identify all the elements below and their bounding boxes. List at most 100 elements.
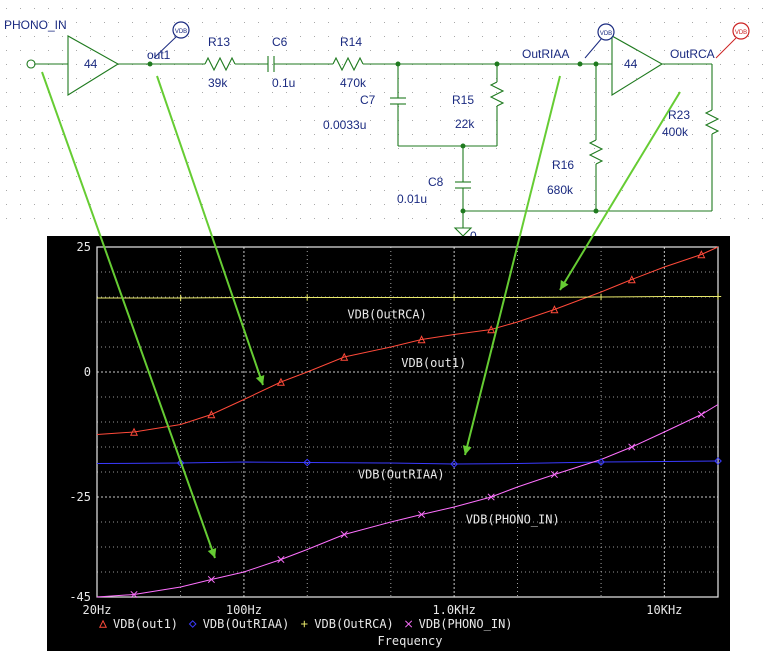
series-markers <box>130 250 722 599</box>
grid-dot <box>524 204 525 205</box>
grid-dot <box>510 190 511 191</box>
grid-dot <box>762 162 763 163</box>
schematic-dot-grid <box>6 8 763 219</box>
grid-dot <box>384 162 385 163</box>
grid-dot <box>258 50 259 51</box>
grid-dot <box>286 92 287 93</box>
grid-dot <box>48 162 49 163</box>
grid-dot <box>650 92 651 93</box>
grid-dot <box>370 50 371 51</box>
grid-dot <box>104 106 105 107</box>
grid-dot <box>132 8 133 9</box>
grid-dot <box>622 162 623 163</box>
grid-dot <box>734 8 735 9</box>
grid-dot <box>636 64 637 65</box>
grid-dot <box>174 106 175 107</box>
grid-dot <box>468 8 469 9</box>
grid-dot <box>6 218 7 219</box>
grid-dot <box>496 204 497 205</box>
vdb-probe-outrca[interactable]: VDB <box>715 22 750 59</box>
grid-dot <box>412 78 413 79</box>
grid-dot <box>62 134 63 135</box>
grid-dot <box>370 106 371 107</box>
grid-dot <box>258 120 259 121</box>
series-marker-plus <box>177 294 184 302</box>
grid-dot <box>202 218 203 219</box>
grid-dot <box>34 22 35 23</box>
grid-dot <box>552 8 553 9</box>
grid-dot <box>398 190 399 191</box>
grid-dot <box>692 162 693 163</box>
grid-dot <box>146 106 147 107</box>
grid-dot <box>314 8 315 9</box>
grid-dot <box>622 8 623 9</box>
grid-dot <box>566 176 567 177</box>
grid-dot <box>440 204 441 205</box>
grid-dot <box>720 106 721 107</box>
grid-dot <box>566 50 567 51</box>
grid-dot <box>216 8 217 9</box>
grid-dot <box>342 190 343 191</box>
grid-dot <box>118 148 119 149</box>
grid-dot <box>342 64 343 65</box>
c8-name: C8 <box>428 175 444 189</box>
grid-dot <box>216 162 217 163</box>
grid-dot <box>370 162 371 163</box>
grid-dot <box>664 78 665 79</box>
grid-dot <box>356 176 357 177</box>
grid-dot <box>160 204 161 205</box>
grid-dot <box>6 78 7 79</box>
grid-dot <box>62 204 63 205</box>
grid-dot <box>356 22 357 23</box>
grid-dot <box>622 50 623 51</box>
grid-dot <box>580 22 581 23</box>
grid-dot <box>398 218 399 219</box>
grid-dot <box>440 22 441 23</box>
series-marker-plus <box>304 294 311 301</box>
grid-dot <box>454 8 455 9</box>
grid-dot <box>34 218 35 219</box>
grid-dot <box>118 204 119 205</box>
grid-dot <box>286 218 287 219</box>
grid-dot <box>342 106 343 107</box>
grid-dot <box>34 50 35 51</box>
grid-dot <box>230 162 231 163</box>
grid-dot <box>482 218 483 219</box>
grid-dot <box>20 8 21 9</box>
grid-dot <box>286 78 287 79</box>
grid-dot <box>720 204 721 205</box>
grid-dot <box>734 78 735 79</box>
grid-dot <box>440 36 441 37</box>
grid-dot <box>174 176 175 177</box>
vdb-probe-outriaa[interactable]: VDB <box>584 23 615 59</box>
resistor-r16 <box>588 139 604 165</box>
grid-dot <box>762 78 763 79</box>
grid-dot <box>608 22 609 23</box>
grid-dot <box>552 134 553 135</box>
grid-dot <box>146 176 147 177</box>
grid-dot <box>622 176 623 177</box>
grid-dot <box>160 78 161 79</box>
grid-dot <box>748 36 749 37</box>
grid-dot <box>426 78 427 79</box>
grid-dot <box>6 8 7 9</box>
vdb-probe-out1[interactable]: VDB <box>153 21 190 59</box>
grid-dot <box>426 204 427 205</box>
junction-outriaa <box>577 61 583 67</box>
x-tick-label: 10KHz <box>646 603 682 617</box>
grid-dot <box>482 78 483 79</box>
grid-dot <box>384 50 385 51</box>
grid-dot <box>692 36 693 37</box>
grid-dot <box>48 218 49 219</box>
grid-dot <box>230 190 231 191</box>
grid-dot <box>132 218 133 219</box>
annotation-arrows <box>41 71 681 559</box>
grid-dot <box>426 8 427 9</box>
grid-dot <box>454 162 455 163</box>
grid-dot <box>20 64 21 65</box>
grid-dot <box>258 190 259 191</box>
grid-dot <box>342 204 343 205</box>
grid-dot <box>286 134 287 135</box>
arrow-line <box>559 91 681 291</box>
grid-dot <box>748 218 749 219</box>
